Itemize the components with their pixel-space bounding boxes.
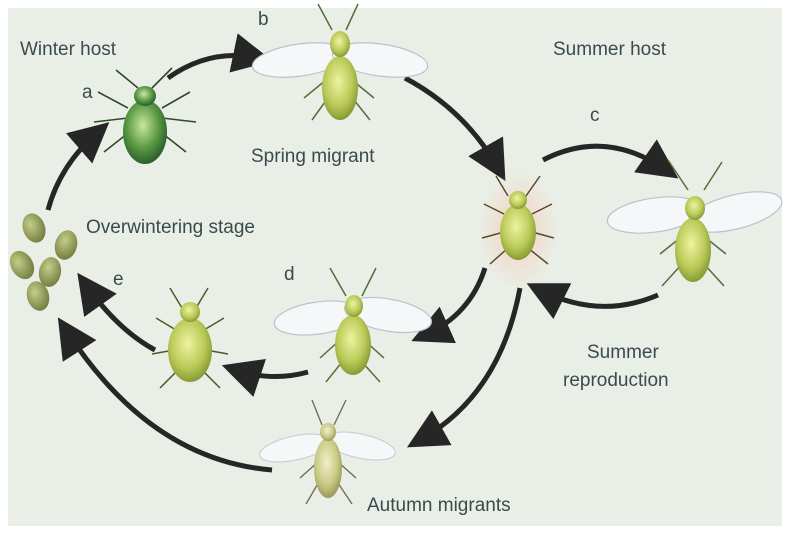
arrow-eggs-to-winter-host xyxy=(48,132,98,210)
arrow-to-autumn-winged-d xyxy=(425,268,485,335)
letter-a: a xyxy=(82,83,93,102)
arrow-winter-to-spring xyxy=(168,56,258,79)
spring-migrant-aphid xyxy=(250,4,430,120)
letter-b: b xyxy=(258,10,269,29)
winter-host-aphid xyxy=(94,68,196,164)
wingless-female-aphid xyxy=(152,288,228,388)
letter-e: e xyxy=(113,270,124,289)
overwintering-eggs xyxy=(5,210,81,313)
autumn-migrant-aphid xyxy=(257,400,397,504)
label-summer-reproduction-line1: Summer xyxy=(587,343,659,362)
arrow-to-winged-summer xyxy=(543,146,666,170)
arrow-spring-to-summer-host xyxy=(405,78,498,168)
label-spring-migrant: Spring migrant xyxy=(251,147,375,166)
arrow-d-to-female xyxy=(236,370,308,377)
autumn-winged-aphid xyxy=(272,268,434,382)
winged-summer-aphid xyxy=(605,160,786,286)
label-autumn-migrants: Autumn migrants xyxy=(367,496,511,515)
arrow-to-autumn-migrants xyxy=(420,288,520,440)
label-summer-host: Summer host xyxy=(553,40,666,59)
letter-c: c xyxy=(590,106,600,125)
label-overwintering-stage: Overwintering stage xyxy=(86,218,255,237)
letter-d: d xyxy=(284,265,295,284)
arrow-female-to-eggs xyxy=(86,285,155,350)
label-summer-reproduction-line2: reproduction xyxy=(563,371,669,390)
arrow-summer-reproduction-return xyxy=(540,290,658,306)
summer-host-aphid xyxy=(478,170,558,290)
label-winter-host: Winter host xyxy=(20,40,116,59)
